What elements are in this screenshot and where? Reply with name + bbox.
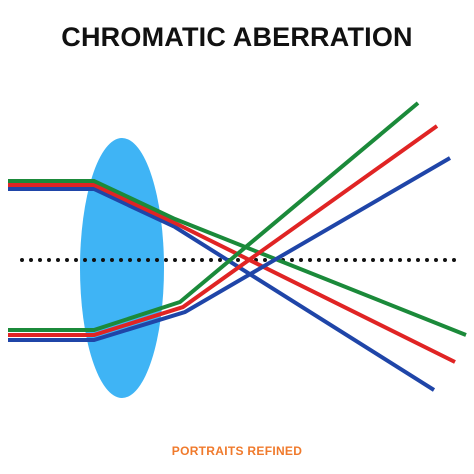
footer-credit: PORTRAITS REFINED <box>171 444 303 458</box>
diagram-title: CHROMATIC ABERRATION <box>61 22 413 52</box>
ray-bottom-green <box>8 101 420 332</box>
ray-bottom-red <box>8 124 439 337</box>
ray-bottom-blue <box>8 156 452 342</box>
lens <box>80 138 164 398</box>
ray-top-green <box>8 179 467 337</box>
ray-top-red <box>8 183 456 364</box>
ray-top-blue <box>8 187 436 392</box>
